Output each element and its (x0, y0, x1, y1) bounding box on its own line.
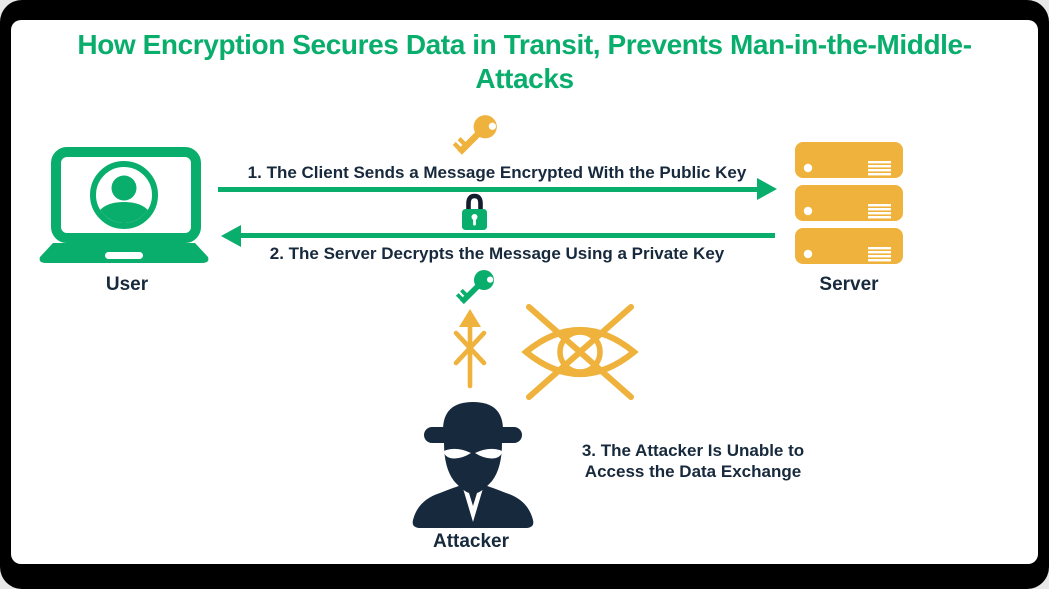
diagram-title: How Encryption Secures Data in Transit, … (0, 28, 1049, 96)
server-label: Server (819, 274, 879, 295)
diagram-title-line1: How Encryption Secures Data in Transit, … (77, 29, 972, 60)
private-key-icon (451, 263, 501, 313)
step2-arrow (241, 233, 775, 238)
crossed-eye-icon (521, 304, 639, 400)
user-label: User (105, 274, 149, 295)
step3-label-line2: Access the Data Exchange (584, 462, 802, 481)
step2-label: 2. The Server Decrypts the Message Using… (269, 244, 725, 263)
padlock-icon (459, 191, 490, 232)
step3-label: 3. The Attacker Is Unable to Access the … (577, 440, 809, 482)
step3-label-line1: 3. The Attacker Is Unable to (581, 441, 805, 460)
laptop-avatar-icon (38, 147, 210, 269)
diagram-canvas (11, 20, 1038, 564)
spy-icon (410, 396, 536, 532)
attacker-label: Attacker (432, 531, 510, 552)
public-key-icon (447, 107, 505, 165)
diagram-title-line2: Attacks (475, 63, 574, 94)
step1-arrowhead-icon (757, 178, 777, 200)
blocked-signal-icon (450, 307, 490, 389)
step1-label: 1. The Client Sends a Message Encrypted … (247, 163, 747, 182)
step2-arrowhead-icon (221, 225, 241, 247)
server-stack-icon (795, 142, 903, 264)
step1-arrow (218, 187, 760, 192)
